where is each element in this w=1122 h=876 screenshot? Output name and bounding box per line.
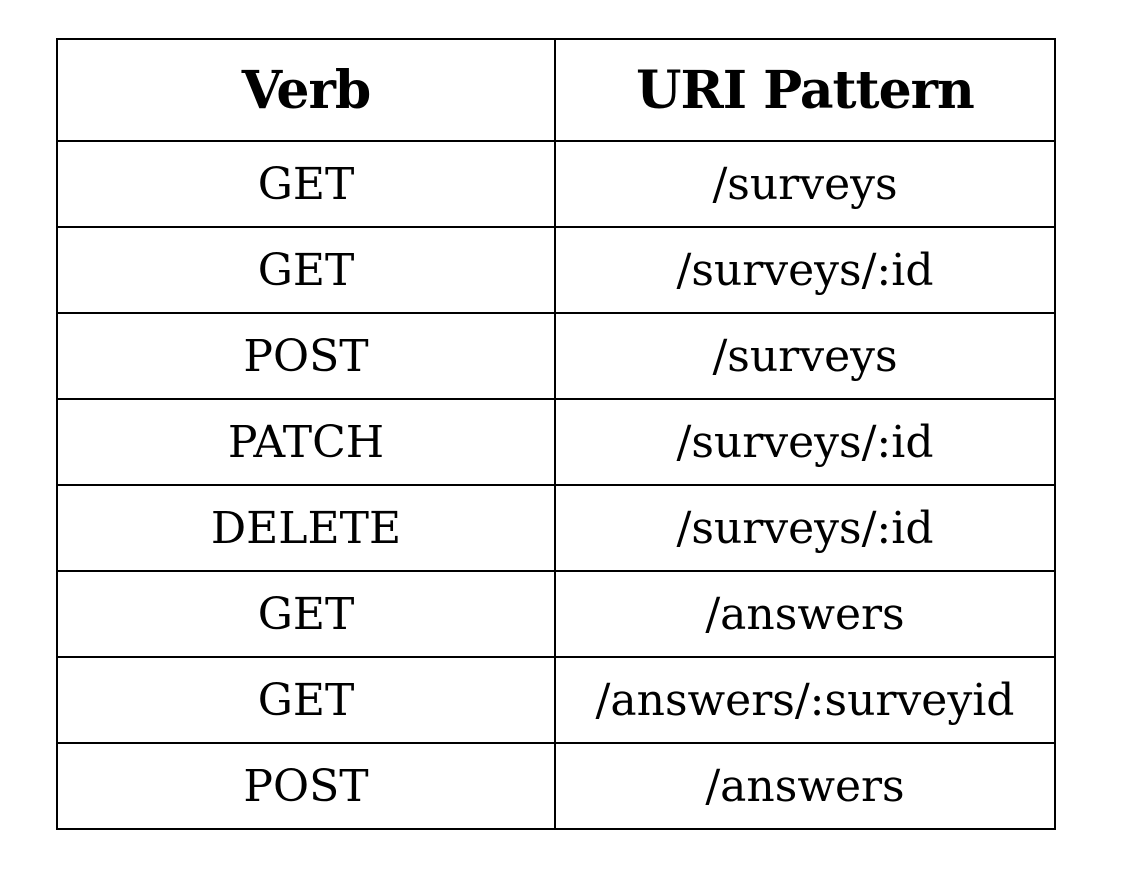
- uri-pattern-cell: /surveys/:id: [554, 398, 1056, 486]
- uri-pattern-column-header: URI Pattern: [554, 38, 1056, 142]
- verb-cell: PATCH: [56, 398, 556, 486]
- table-row: PATCH /surveys/:id: [56, 398, 1056, 486]
- table-row: DELETE /surveys/:id: [56, 484, 1056, 572]
- uri-pattern-cell: /surveys: [554, 312, 1056, 400]
- verb-cell: POST: [56, 312, 556, 400]
- table-header-row: Verb URI Pattern: [56, 38, 1056, 142]
- verb-column-header: Verb: [56, 38, 556, 142]
- verb-cell: POST: [56, 742, 556, 830]
- api-routes-table: Verb URI Pattern GET /surveys GET /surve…: [56, 38, 1056, 830]
- table-row: POST /answers: [56, 742, 1056, 830]
- table-row: GET /answers/:surveyid: [56, 656, 1056, 744]
- verb-cell: GET: [56, 570, 556, 658]
- table-row: POST /surveys: [56, 312, 1056, 400]
- uri-pattern-cell: /answers: [554, 570, 1056, 658]
- verb-cell: GET: [56, 140, 556, 228]
- verb-cell: GET: [56, 226, 556, 314]
- uri-pattern-cell: /surveys: [554, 140, 1056, 228]
- table-row: GET /surveys: [56, 140, 1056, 228]
- verb-cell: DELETE: [56, 484, 556, 572]
- verb-cell: GET: [56, 656, 556, 744]
- uri-pattern-cell: /answers: [554, 742, 1056, 830]
- table-row: GET /surveys/:id: [56, 226, 1056, 314]
- table-row: GET /answers: [56, 570, 1056, 658]
- uri-pattern-cell: /surveys/:id: [554, 484, 1056, 572]
- uri-pattern-cell: /surveys/:id: [554, 226, 1056, 314]
- uri-pattern-cell: /answers/:surveyid: [554, 656, 1056, 744]
